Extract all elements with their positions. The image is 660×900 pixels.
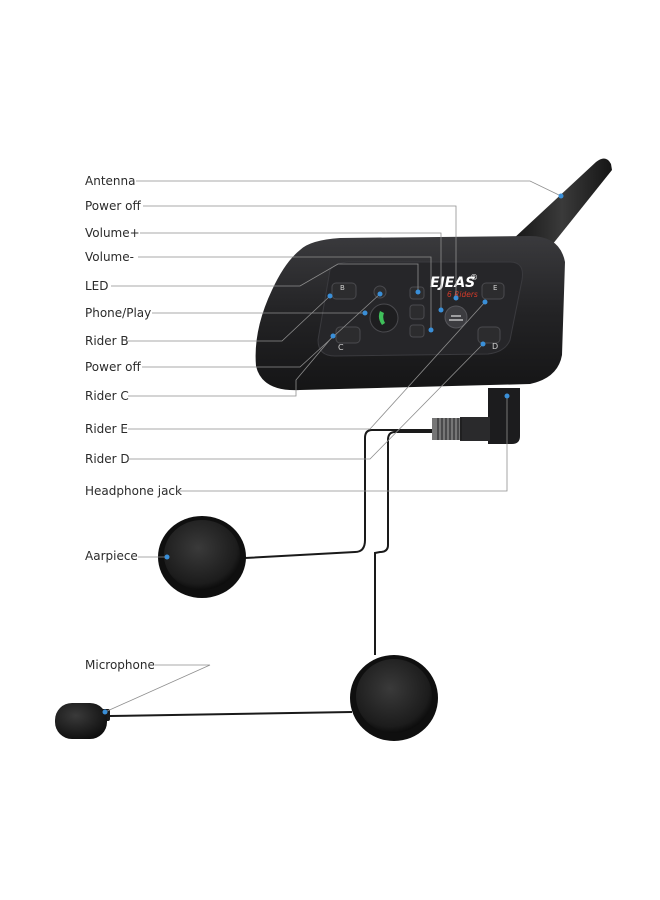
marker-volume-minus: [428, 327, 434, 333]
label-rider-c: Rider C: [85, 389, 129, 403]
marker-antenna: [558, 193, 564, 199]
rider-b-button: [331, 282, 357, 300]
motorcycle-button: [444, 305, 468, 329]
volume-minus-button: [409, 304, 425, 320]
letter-d: D: [492, 342, 498, 351]
label-headphone-jack: Headphone jack: [85, 484, 182, 498]
markers: [102, 193, 564, 715]
phone-icon: [378, 311, 385, 325]
letter-e: E: [493, 284, 497, 292]
label-rider-b: Rider B: [85, 334, 129, 348]
brand-mark: ®: [470, 273, 478, 282]
microphone: [55, 703, 110, 739]
cable-rear-earpiece: [374, 431, 432, 655]
letter-c: C: [338, 343, 344, 352]
label-phone-play: Phone/Play: [85, 306, 152, 320]
rider-d-button: [477, 326, 501, 344]
label-aarpiece: Aarpiece: [85, 549, 138, 563]
marker-rider-c: [330, 333, 336, 339]
label-antenna: Antenna: [85, 174, 136, 188]
marker-volume-plus: [438, 307, 444, 313]
label-led: LED: [85, 279, 109, 293]
marker-rider-d: [480, 341, 486, 347]
label-volume-plus: Volume+: [85, 226, 140, 240]
marker-rider-e: [482, 299, 488, 305]
brand-logo: EJEAS: [430, 275, 475, 291]
led-button: [409, 324, 425, 338]
marker-headphone-jack: [504, 393, 510, 399]
marker-power-off: [377, 291, 383, 297]
motorcycle-icon: [449, 315, 463, 321]
rider-e-button: [481, 282, 505, 300]
rear-earpiece: [350, 655, 438, 741]
cable-earpiece: [244, 429, 432, 559]
marker-phone-play: [362, 310, 368, 316]
brand-subtitle: 6 Riders: [447, 290, 478, 299]
power-button: [335, 326, 361, 344]
marker-led: [415, 289, 421, 295]
phone-button: [369, 303, 399, 333]
marker-microphone: [102, 709, 108, 715]
letter-b: B: [340, 284, 345, 292]
label-power-off: Power off: [85, 360, 141, 374]
cable-microphone: [109, 711, 353, 717]
label-rider-d: Rider D: [85, 452, 130, 466]
label-volume-minus: Volume-: [85, 250, 134, 264]
intercom-device: EJEAS ® 6 Riders B C E D: [255, 236, 565, 391]
label-rider-e: Rider E: [85, 422, 129, 436]
antenna: [512, 158, 612, 250]
marker-power-off-top: [453, 295, 459, 301]
leader-lines: [104, 180, 562, 713]
label-microphone: Microphone: [85, 658, 155, 672]
cables: [109, 429, 432, 717]
headphone-jack: [432, 388, 520, 444]
marker-aarpiece: [164, 554, 170, 560]
earpiece: [158, 516, 246, 598]
label-power-off-top: Power off: [85, 199, 141, 213]
marker-rider-b: [327, 293, 333, 299]
